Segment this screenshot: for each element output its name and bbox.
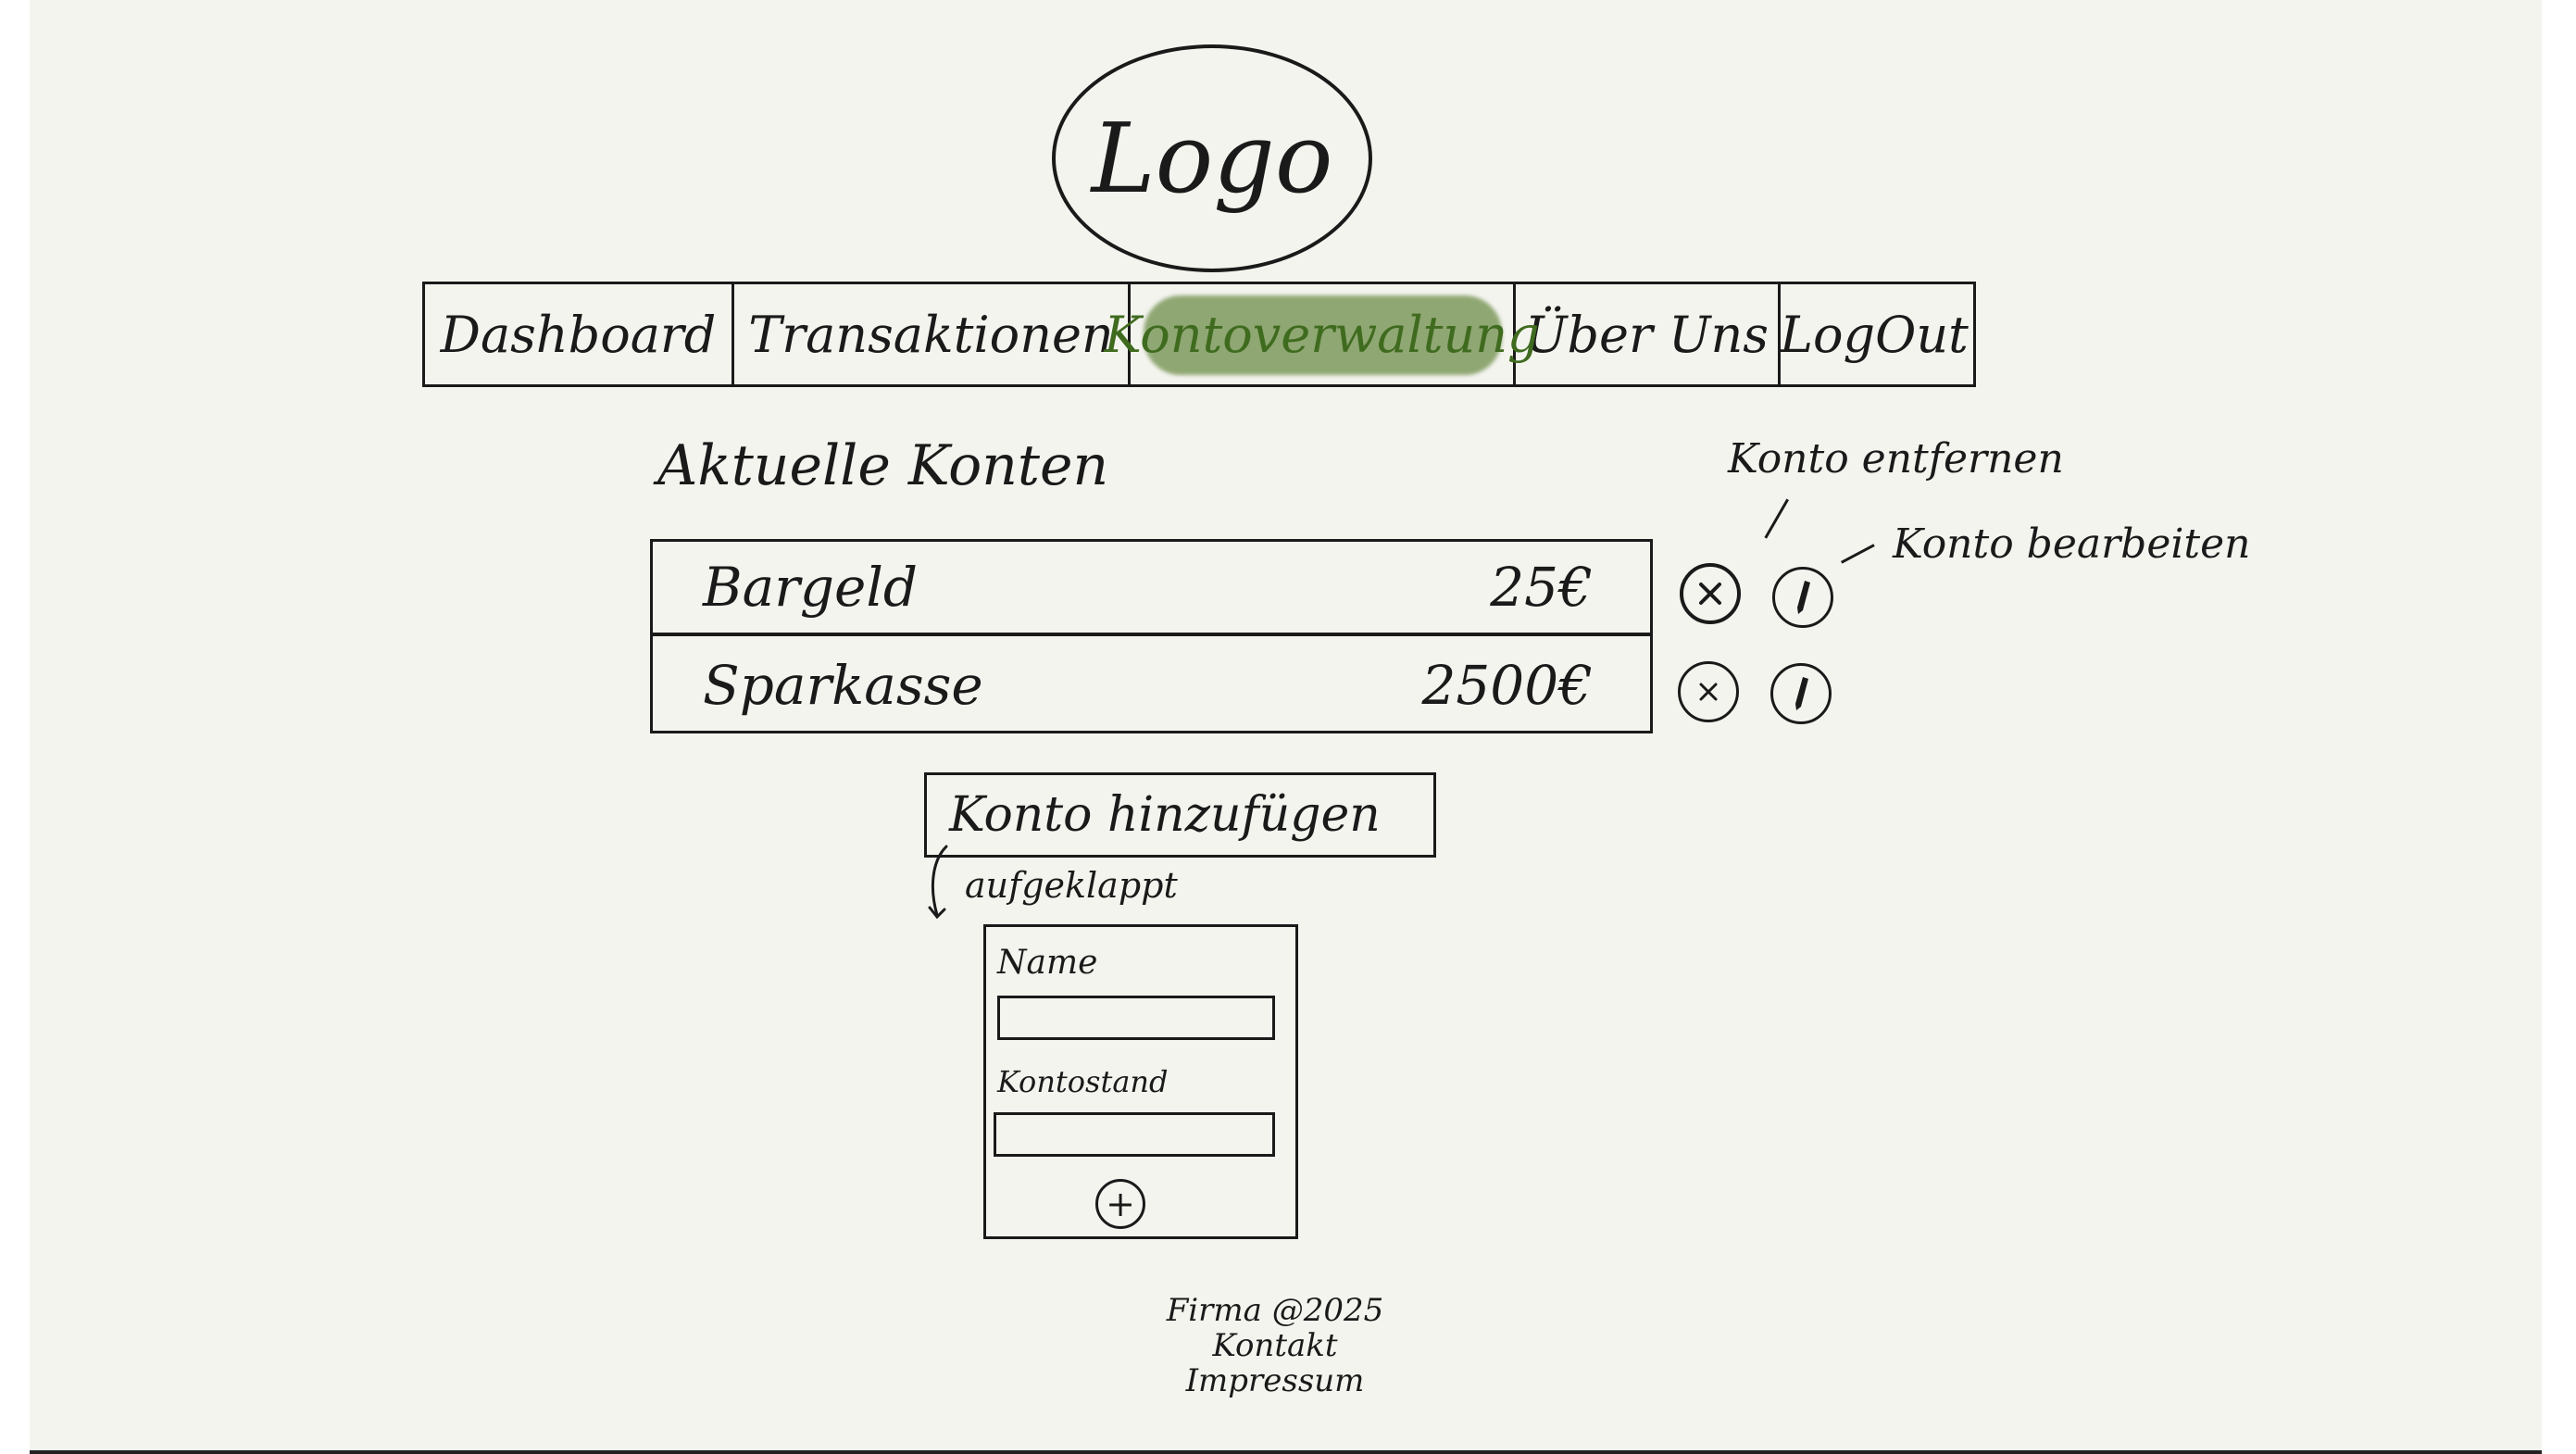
table-row: Sparkasse 2500€	[653, 638, 1650, 733]
add-account-form: Name Kontostand +	[983, 924, 1298, 1239]
add-account-button[interactable]: Konto hinzufügen	[924, 772, 1436, 858]
account-name: Bargeld	[703, 556, 919, 619]
nav-item-label: Kontoverwaltung	[1104, 305, 1540, 364]
annotation-expanded: aufgeklappt	[965, 865, 1178, 906]
balance-input[interactable]	[994, 1112, 1275, 1157]
nav-item-label: Transaktionen	[748, 305, 1114, 364]
add-account-label: Konto hinzufügen	[949, 787, 1381, 843]
account-amount: 25€	[1490, 556, 1593, 619]
annotation-remove: Konto entfernen	[1728, 435, 2064, 483]
close-icon	[1699, 583, 1721, 605]
submit-add-button[interactable]: +	[1095, 1179, 1145, 1229]
close-icon	[1699, 683, 1718, 701]
edit-account-button[interactable]	[1772, 567, 1833, 628]
main-nav: Dashboard Transaktionen Kontoverwaltung …	[422, 282, 1976, 387]
nav-item-dashboard[interactable]: Dashboard	[425, 284, 734, 384]
account-amount: 2500€	[1421, 654, 1593, 717]
annotation-edit-pointer	[1841, 544, 1875, 564]
logo-text: Logo	[1091, 102, 1333, 215]
logo[interactable]: Logo	[1052, 44, 1372, 272]
accounts-title: Aktuelle Konten	[657, 433, 1109, 498]
nav-item-label: Über Uns	[1524, 305, 1769, 364]
remove-account-button[interactable]	[1680, 563, 1741, 624]
annotation-remove-pointer	[1764, 498, 1789, 539]
name-label: Name	[997, 944, 1098, 982]
pencil-icon	[1797, 581, 1810, 614]
nav-item-logout[interactable]: LogOut	[1780, 284, 1969, 384]
wireframe-page: Logo Dashboard Transaktionen Kontoverwal…	[30, 0, 2542, 1454]
table-row: Bargeld 25€	[653, 542, 1650, 636]
nav-item-transaktionen[interactable]: Transaktionen	[734, 284, 1131, 384]
expand-arrow-icon	[928, 845, 948, 920]
nav-item-ueber-uns[interactable]: Über Uns	[1516, 284, 1781, 384]
name-input[interactable]	[997, 996, 1275, 1040]
footer-imprint-link[interactable]: Impressum	[1185, 1362, 1365, 1399]
balance-label: Kontostand	[997, 1064, 1169, 1099]
nav-item-label: Dashboard	[440, 305, 717, 364]
nav-item-label: LogOut	[1780, 305, 1969, 364]
plus-icon: +	[1106, 1184, 1135, 1224]
footer-company: Firma @2025	[1166, 1292, 1384, 1329]
edit-account-button[interactable]	[1770, 663, 1832, 724]
footer-contact-link[interactable]: Kontakt	[1212, 1327, 1338, 1364]
nav-item-kontoverwaltung[interactable]: Kontoverwaltung	[1104, 284, 1540, 384]
accounts-table: Bargeld 25€ Sparkasse 2500€	[650, 539, 1653, 733]
annotation-edit: Konto bearbeiten	[1893, 520, 2251, 568]
remove-account-button[interactable]	[1678, 661, 1739, 722]
footer: Firma @2025 Kontakt Impressum	[1150, 1293, 1400, 1398]
account-name: Sparkasse	[703, 654, 983, 717]
pencil-icon	[1795, 677, 1808, 710]
